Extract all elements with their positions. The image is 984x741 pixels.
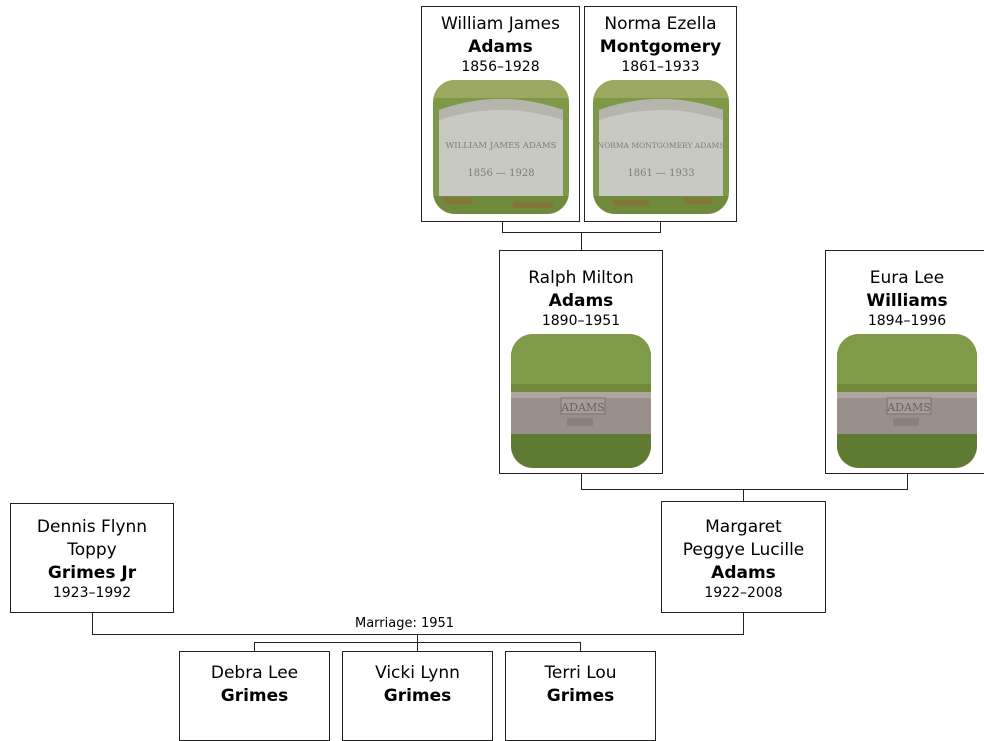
connector <box>502 222 503 232</box>
given-name: Ralph Milton <box>528 268 634 288</box>
connector <box>743 489 744 501</box>
surname: Williams <box>866 291 948 311</box>
headstone-photo: NORMA MONTGOMERY ADAMS 1861 — 1933 <box>592 80 729 214</box>
headstone-inscription: WILLIAM JAMES ADAMS <box>445 141 556 151</box>
given-name: Terri Lou <box>544 663 617 683</box>
person-card-dennis-grimes-jr[interactable]: Dennis Flynn Toppy Grimes Jr 1923–1992 <box>10 503 174 613</box>
marriage-label: Marriage: 1951 <box>353 616 457 631</box>
given-name-line-2: Peggye Lucille <box>682 540 805 560</box>
surname: Adams <box>548 291 614 311</box>
surname: Montgomery <box>599 37 722 57</box>
given-name-line-1: Margaret <box>705 517 782 537</box>
given-name: Norma Ezella <box>604 14 717 34</box>
connector <box>660 222 661 232</box>
surname: Grimes Jr <box>47 563 137 583</box>
marker-inscription: ADAMS <box>560 401 605 414</box>
person-card-vicki-lynn-grimes[interactable]: Vicki Lynn Grimes <box>342 651 493 741</box>
given-name-line-2: Toppy <box>67 540 117 560</box>
connector <box>580 642 581 651</box>
connector <box>581 232 582 250</box>
connector <box>417 642 418 651</box>
connector <box>907 474 908 489</box>
marker-inscription: ADAMS <box>886 401 931 414</box>
person-card-ralph-milton-adams[interactable]: Ralph Milton Adams 1890–1951 ADAMS <box>499 250 663 474</box>
connector <box>581 489 908 490</box>
given-name-line-1: Dennis Flynn <box>36 517 148 537</box>
life-dates: 1890–1951 <box>541 313 621 329</box>
grave-marker-photo: ADAMS <box>837 334 977 468</box>
surname: Adams <box>711 563 776 583</box>
life-dates: 1922–2008 <box>704 585 783 601</box>
given-name: Vicki Lynn <box>375 663 460 683</box>
connector <box>92 634 744 635</box>
person-card-debra-lee-grimes[interactable]: Debra Lee Grimes <box>179 651 330 741</box>
person-card-eura-lee-williams[interactable]: Eura Lee Williams 1894–1996 ADAMS <box>825 250 984 474</box>
connector <box>581 474 582 489</box>
surname: Grimes <box>383 686 452 706</box>
given-name: William James <box>440 14 561 34</box>
surname: Grimes <box>546 686 615 706</box>
life-dates: 1894–1996 <box>867 313 947 329</box>
person-card-terri-lou-grimes[interactable]: Terri Lou Grimes <box>505 651 656 741</box>
connector <box>417 634 418 642</box>
person-card-norma-ezella-montgomery[interactable]: Norma Ezella Montgomery 1861–1933 NORMA … <box>584 6 737 222</box>
person-card-margaret-adams[interactable]: Margaret Peggye Lucille Adams 1922–2008 <box>661 501 826 613</box>
surname: Adams <box>468 37 533 57</box>
given-name: Eura Lee <box>869 268 945 288</box>
life-dates: 1861–1933 <box>621 59 700 75</box>
connector <box>743 613 744 634</box>
headstone-years: 1856 — 1928 <box>467 168 534 179</box>
headstone-photo: WILLIAM JAMES ADAMS 1856 — 1928 <box>432 80 569 214</box>
connector <box>254 642 255 651</box>
grave-marker-photo: ADAMS <box>511 334 651 468</box>
surname: Grimes <box>220 686 289 706</box>
headstone-inscription: NORMA MONTGOMERY ADAMS <box>597 141 724 150</box>
life-dates: 1923–1992 <box>52 585 132 601</box>
life-dates: 1856–1928 <box>461 59 540 75</box>
given-name: Debra Lee <box>210 663 299 683</box>
connector <box>92 613 93 634</box>
person-card-william-james-adams[interactable]: William James Adams 1856–1928 WILLIAM JA… <box>421 6 580 222</box>
headstone-years: 1861 — 1933 <box>627 168 694 179</box>
